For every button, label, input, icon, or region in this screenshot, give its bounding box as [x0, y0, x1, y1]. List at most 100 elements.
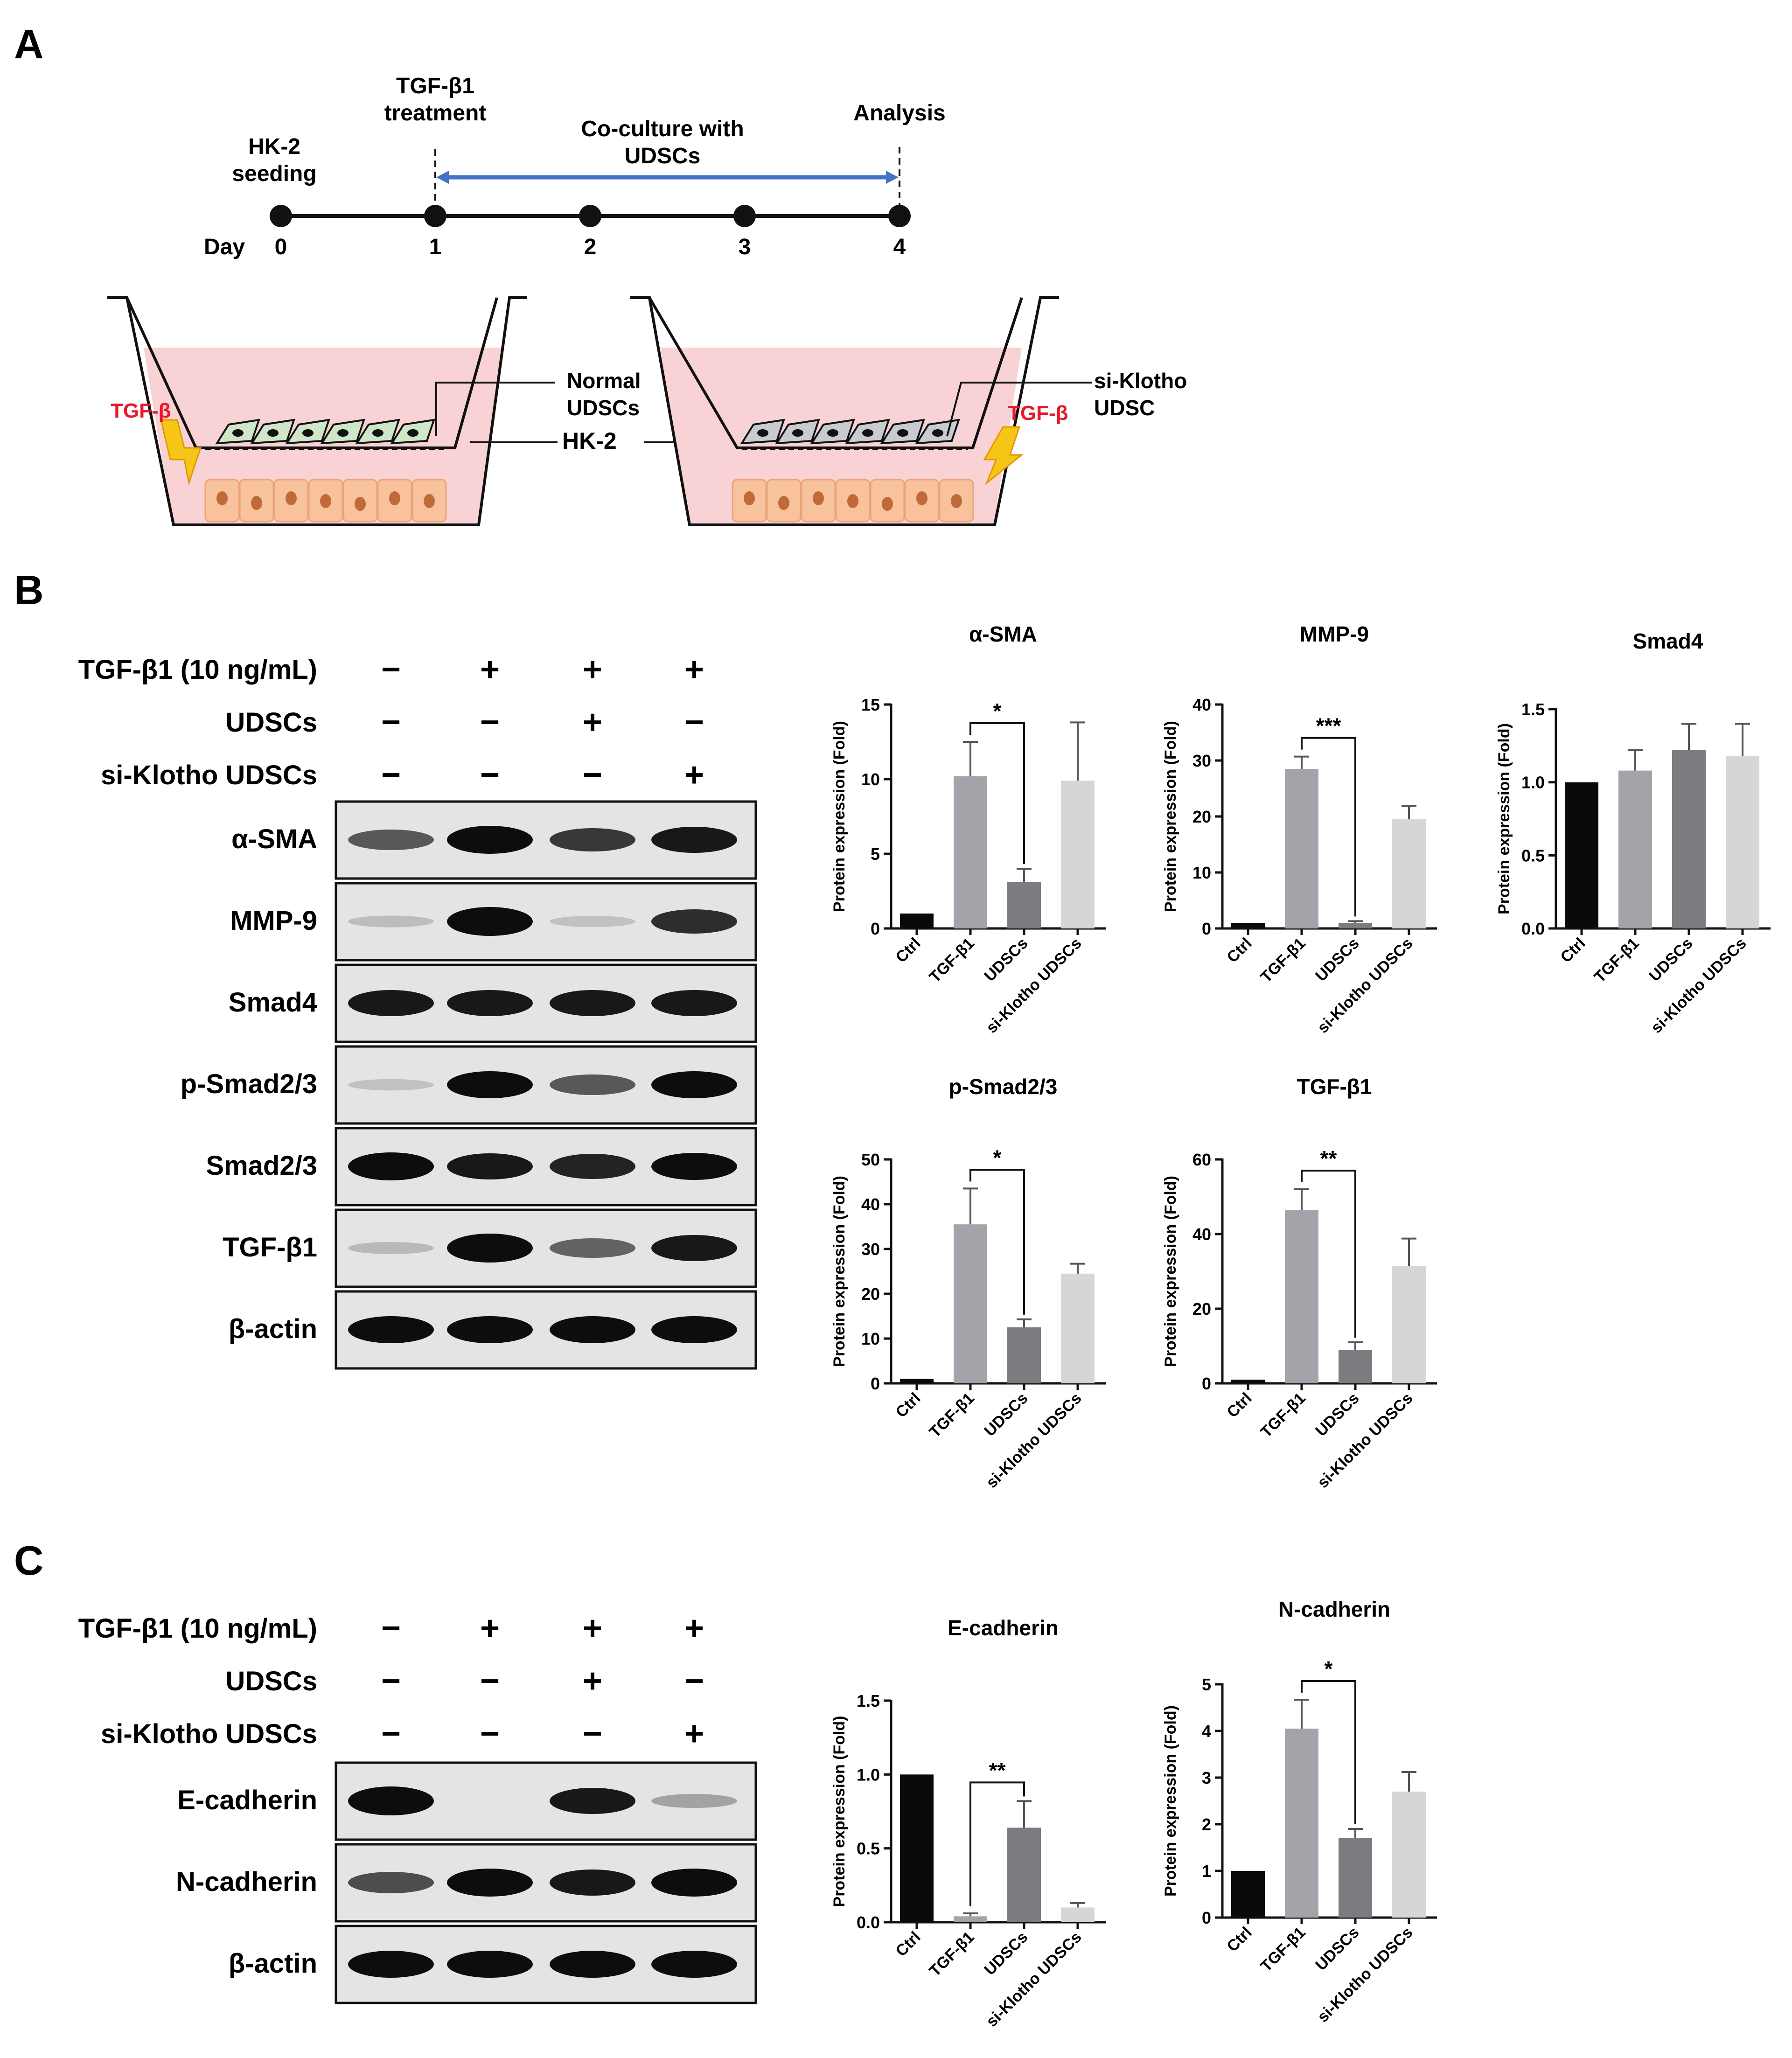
treatment-sign: −	[381, 1610, 401, 1647]
significance-bracket	[969, 1781, 1025, 1906]
y-tick-label: 40	[861, 1195, 880, 1214]
blot-band	[550, 828, 635, 851]
blot-label: Smad4	[229, 987, 317, 1018]
x-tick-label: UDSCs	[1646, 935, 1696, 985]
bar-2	[1007, 1828, 1041, 1922]
coculture-arrow-head-left	[436, 171, 449, 184]
coculture-label-line1: Co-culture with	[581, 117, 744, 141]
y-axis-label: Protein expression (Fold)	[1162, 721, 1179, 912]
timeline-dot-0	[270, 205, 292, 227]
blot-band	[447, 1153, 533, 1179]
day-3: 3	[739, 235, 751, 259]
blot-label: E-cadherin	[177, 1785, 317, 1815]
y-tick-label: 1	[1202, 1862, 1211, 1881]
treatment-sign: +	[583, 1662, 602, 1700]
well-wall-left	[107, 296, 527, 526]
bar-2	[1007, 882, 1041, 928]
timeline-dot-4	[888, 205, 911, 227]
blot-band	[651, 1951, 737, 1978]
x-tick-label: UDSCs	[1312, 1389, 1362, 1440]
bar-3	[1061, 1273, 1095, 1383]
x-tick-label: si-Klotho UDSCs	[1314, 1389, 1416, 1492]
treatment-sign: −	[480, 1715, 500, 1752]
bar-3	[1061, 781, 1095, 928]
normal-udscs-label-line2: UDSCs	[567, 396, 640, 420]
y-tick-label: 60	[1192, 1150, 1211, 1169]
chart-title: N-cadherin	[1278, 1597, 1390, 1621]
blot-band	[447, 1071, 533, 1098]
y-tick-label: 0	[871, 919, 880, 938]
blot-band	[651, 1235, 737, 1261]
y-axis-label: Protein expression (Fold)	[1162, 1176, 1179, 1367]
blot-label: β-actin	[229, 1948, 317, 1979]
blot-label: N-cadherin	[176, 1867, 317, 1897]
timeline-dot-1	[424, 205, 446, 227]
treatment-sign: −	[583, 756, 602, 794]
y-tick-label: 20	[1192, 1299, 1211, 1319]
blot-label: TGF-β1	[223, 1232, 317, 1263]
x-tick-label: TGF-β1	[1257, 1389, 1309, 1441]
well-siklotho-udsc: TGF-β si-Klotho UDSC	[630, 296, 1187, 526]
blot-band	[651, 1794, 737, 1808]
y-tick-label: 0	[1202, 919, 1211, 938]
day-label: Day	[204, 235, 245, 259]
y-tick-label: 10	[861, 770, 880, 789]
bar-3	[1392, 819, 1426, 928]
y-tick-label: 0.0	[857, 1913, 880, 1932]
x-tick-label: Ctrl	[1223, 1389, 1255, 1421]
blot-band	[447, 1234, 533, 1263]
treatment-label-line1: TGF-β1	[396, 74, 474, 98]
bar-1	[1285, 769, 1318, 928]
x-tick-label: Ctrl	[1557, 935, 1589, 966]
blot-band	[550, 1951, 635, 1978]
treatment-table-b: TGF-β1 (10 ng/mL)−+++UDSCs−−+−si-Klotho …	[78, 651, 704, 794]
x-tick-label: TGF-β1	[1257, 935, 1309, 986]
chart-title: α-SMA	[969, 622, 1037, 646]
treatment-sign: −	[480, 756, 500, 794]
y-tick-label: 5	[871, 844, 880, 864]
significance-bracket	[1301, 737, 1356, 917]
y-tick-label: 1.5	[1521, 700, 1545, 719]
siklotho-cells-right	[740, 419, 960, 445]
tgf-label-left: TGF-β	[111, 399, 171, 422]
treatment-sign: −	[684, 704, 704, 741]
treatment-sign: −	[480, 1662, 500, 1700]
y-axis-label: Protein expression (Fold)	[830, 1176, 848, 1367]
y-tick-label: 20	[861, 1284, 880, 1304]
x-tick-label: UDSCs	[981, 1928, 1031, 1979]
blot-band	[447, 826, 533, 854]
panel-a: A Day 0 1 2 3 4 HK-2 seeding	[14, 21, 1187, 526]
blot-band	[447, 1316, 533, 1343]
treatment-sign: −	[381, 1715, 401, 1752]
treatment-sign: −	[480, 704, 500, 741]
treatment-label: UDSCs	[225, 707, 317, 738]
bar-2	[1007, 1327, 1041, 1383]
blot-band	[348, 1316, 434, 1343]
y-tick-label: 15	[861, 695, 880, 714]
treatment-sign: +	[583, 704, 602, 741]
seeding-label-line1: HK-2	[248, 134, 300, 159]
blot-band	[447, 1951, 533, 1978]
treatment-sign: −	[381, 651, 401, 688]
blot-band	[651, 1869, 737, 1897]
y-tick-label: 10	[861, 1329, 880, 1348]
bar-3	[1061, 1907, 1095, 1922]
bar-2	[1339, 923, 1372, 928]
hk2-label: HK-2	[562, 428, 617, 454]
y-tick-label: 2	[1202, 1815, 1211, 1834]
bar-1	[954, 1224, 987, 1383]
treatment-sign: +	[684, 651, 704, 688]
bar-2	[1672, 750, 1706, 928]
tgf-label-right: TGF-β	[1008, 402, 1068, 425]
significance-bracket	[1301, 1680, 1356, 1824]
x-tick-label: si-Klotho UDSCs	[983, 935, 1085, 1037]
panel-c: C TGF-β1 (10 ng/mL)−+++UDSCs−−+−si-Kloth…	[14, 1537, 757, 2004]
x-tick-label: TGF-β1	[926, 935, 978, 986]
bar-1	[954, 1916, 987, 1922]
blot-band	[447, 1869, 533, 1897]
treatment-sign: −	[684, 1662, 704, 1700]
blot-band	[550, 1316, 635, 1343]
y-tick-label: 4	[1202, 1722, 1211, 1741]
